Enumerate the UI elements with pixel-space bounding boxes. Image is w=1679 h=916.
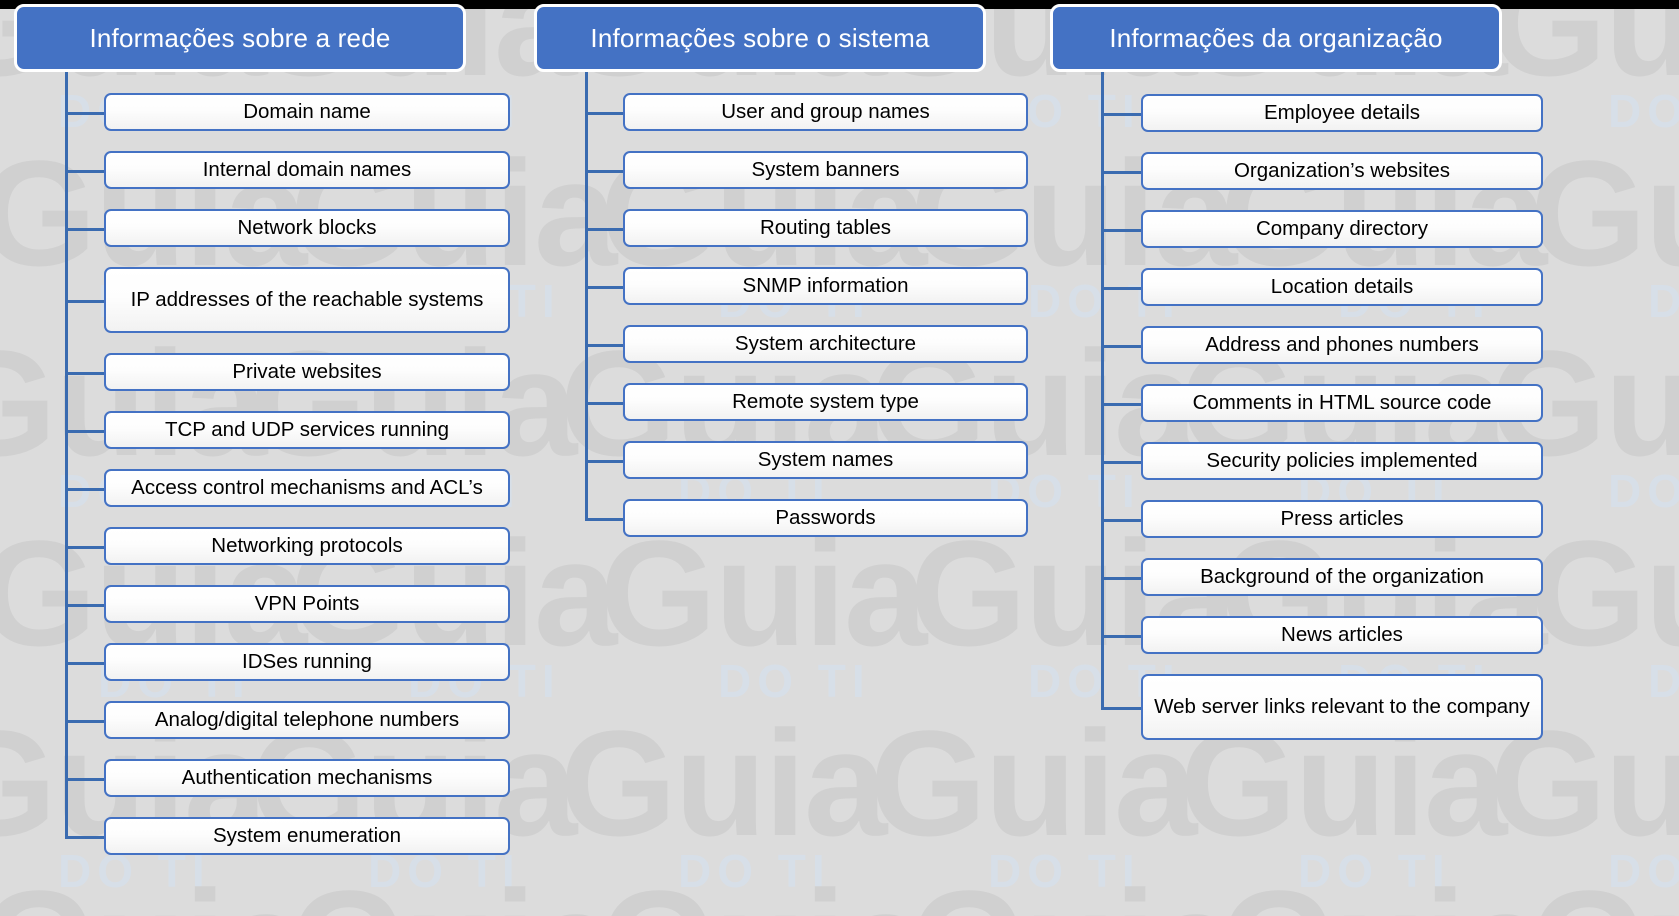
- column-header-organization[interactable]: Informações da organização: [1050, 4, 1502, 72]
- node-box[interactable]: System banners: [623, 151, 1028, 189]
- node-box[interactable]: System enumeration: [104, 817, 510, 855]
- node-box[interactable]: SNMP information: [623, 267, 1028, 305]
- node-box[interactable]: Private websites: [104, 353, 510, 391]
- connector-line: [65, 836, 104, 839]
- node-box[interactable]: Domain name: [104, 93, 510, 131]
- node-box[interactable]: Network blocks: [104, 209, 510, 247]
- node-box[interactable]: Background of the organization: [1141, 558, 1543, 596]
- connector-line: [65, 112, 104, 115]
- node-box[interactable]: Organization’s websites: [1141, 152, 1543, 190]
- connector-line: [65, 430, 104, 433]
- connector-line: [585, 518, 623, 521]
- connector-line: [65, 546, 104, 549]
- connector-line: [1101, 287, 1141, 290]
- node-box[interactable]: Employee details: [1141, 94, 1543, 132]
- node-box[interactable]: Analog/digital telephone numbers: [104, 701, 510, 739]
- connector-line: [65, 300, 104, 303]
- connector-line: [585, 286, 623, 289]
- connector-line: [65, 604, 104, 607]
- connector-line: [1101, 461, 1141, 464]
- connector-line: [1101, 229, 1141, 232]
- connector-line: [1101, 171, 1141, 174]
- connector-line: [65, 372, 104, 375]
- trunk-line-organization: [1101, 72, 1104, 707]
- connector-line: [585, 402, 623, 405]
- node-box[interactable]: Address and phones numbers: [1141, 326, 1543, 364]
- node-box[interactable]: News articles: [1141, 616, 1543, 654]
- node-box[interactable]: IP addresses of the reachable systems: [104, 267, 510, 333]
- node-box[interactable]: Comments in HTML source code: [1141, 384, 1543, 422]
- connector-line: [585, 170, 623, 173]
- node-box[interactable]: IDSes running: [104, 643, 510, 681]
- node-box[interactable]: System architecture: [623, 325, 1028, 363]
- connector-line: [1101, 345, 1141, 348]
- node-box[interactable]: Networking protocols: [104, 527, 510, 565]
- column-header-system[interactable]: Informações sobre o sistema: [534, 4, 986, 72]
- node-box[interactable]: Internal domain names: [104, 151, 510, 189]
- trunk-line-system: [585, 72, 588, 518]
- node-box[interactable]: Security policies implemented: [1141, 442, 1543, 480]
- connector-line: [65, 488, 104, 491]
- node-box[interactable]: Press articles: [1141, 500, 1543, 538]
- node-box[interactable]: VPN Points: [104, 585, 510, 623]
- connector-line: [1101, 519, 1141, 522]
- connector-line: [65, 170, 104, 173]
- connector-line: [1101, 403, 1141, 406]
- node-box[interactable]: Passwords: [623, 499, 1028, 537]
- trunk-line-network: [65, 72, 68, 836]
- connector-line: [585, 112, 623, 115]
- node-box[interactable]: Web server links relevant to the company: [1141, 674, 1543, 740]
- node-box[interactable]: Company directory: [1141, 210, 1543, 248]
- connector-line: [65, 662, 104, 665]
- node-box[interactable]: Access control mechanisms and ACL’s: [104, 469, 510, 507]
- connector-line: [65, 778, 104, 781]
- connector-line: [1101, 635, 1141, 638]
- column-header-network[interactable]: Informações sobre a rede: [14, 4, 466, 72]
- node-box[interactable]: Authentication mechanisms: [104, 759, 510, 797]
- connector-line: [1101, 707, 1141, 710]
- node-box[interactable]: System names: [623, 441, 1028, 479]
- connector-line: [1101, 113, 1141, 116]
- node-box[interactable]: TCP and UDP services running: [104, 411, 510, 449]
- connector-line: [585, 460, 623, 463]
- node-box[interactable]: Remote system type: [623, 383, 1028, 421]
- connector-line: [65, 720, 104, 723]
- connector-line: [585, 344, 623, 347]
- connector-line: [1101, 577, 1141, 580]
- connector-line: [585, 228, 623, 231]
- connector-line: [65, 228, 104, 231]
- node-box[interactable]: User and group names: [623, 93, 1028, 131]
- node-box[interactable]: Routing tables: [623, 209, 1028, 247]
- node-box[interactable]: Location details: [1141, 268, 1543, 306]
